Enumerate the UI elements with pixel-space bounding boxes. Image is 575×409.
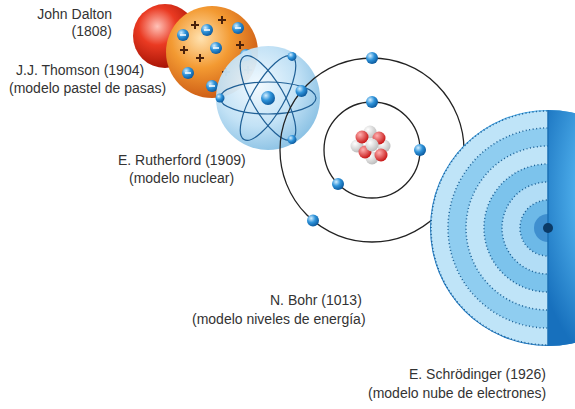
nucleus bbox=[351, 126, 391, 165]
rutherford-model bbox=[216, 46, 321, 150]
scientist-label: N. Bohr (1013) bbox=[270, 292, 362, 309]
electron bbox=[216, 94, 225, 103]
electron bbox=[414, 144, 426, 156]
scientist-label: J.J. Thomson (1904) bbox=[16, 62, 144, 79]
model-label: (modelo niveles de energía) bbox=[192, 311, 366, 328]
electron bbox=[288, 135, 297, 144]
scientist-label: John Dalton (1808) bbox=[17, 6, 112, 40]
nucleus bbox=[543, 223, 553, 233]
electron bbox=[366, 52, 378, 64]
electron bbox=[307, 215, 319, 227]
model-label: (modelo nuclear) bbox=[129, 170, 234, 187]
cloud-layer bbox=[534, 214, 548, 242]
scientist-label: E. Rutherford (1909) bbox=[118, 152, 246, 169]
schrodinger-model bbox=[430, 110, 575, 346]
energy-level bbox=[324, 102, 420, 198]
orbit bbox=[230, 48, 306, 147]
electron bbox=[366, 96, 378, 108]
orbit bbox=[230, 48, 306, 147]
cloud-layer bbox=[448, 128, 548, 328]
electron bbox=[296, 85, 308, 97]
cloud-layer bbox=[520, 200, 548, 256]
cloud-layer bbox=[484, 164, 548, 292]
scientist-label: E. Schrödinger (1926) bbox=[409, 366, 546, 383]
cloud-cross-section bbox=[431, 111, 548, 345]
cloud-layer bbox=[431, 111, 548, 345]
orbit bbox=[220, 82, 316, 114]
cloud-layer bbox=[466, 146, 548, 310]
neutron bbox=[366, 139, 379, 152]
electron-cloud-sphere bbox=[430, 110, 575, 346]
electron bbox=[332, 178, 344, 190]
nucleus bbox=[261, 91, 275, 105]
electron bbox=[288, 52, 297, 61]
rutherford-sphere bbox=[216, 46, 320, 150]
proton bbox=[375, 149, 388, 162]
model-label: (modelo nube de electrones) bbox=[368, 385, 546, 402]
model-label: (modelo pastel de pasas) bbox=[9, 80, 166, 97]
cloud-layer bbox=[502, 182, 548, 274]
